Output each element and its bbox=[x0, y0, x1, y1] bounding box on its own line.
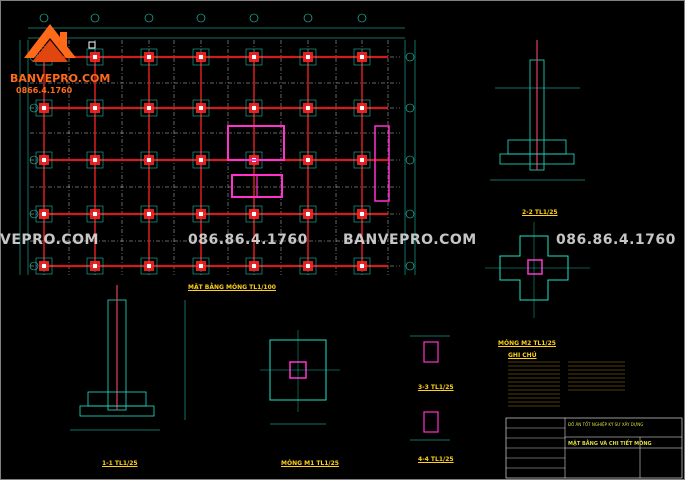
footing-m2-title: MÓNG M2 TL1/25 bbox=[498, 340, 556, 347]
brand-phone: 0866.4.1760 bbox=[16, 86, 73, 95]
foundation-details bbox=[70, 40, 625, 441]
watermark-3: BANVEPRO.COM bbox=[343, 232, 477, 248]
watermark-1: VEPRO.COM bbox=[0, 232, 99, 248]
plan-title: MẶT BẰNG MÓNG TL1/100 bbox=[188, 284, 276, 291]
section-4-4-title: 4-4 TL1/25 bbox=[418, 456, 454, 463]
titleblock-sheet: MẶT BẰNG VÀ CHI TIẾT MÓNG bbox=[568, 441, 652, 447]
banvepro-logo-icon bbox=[24, 24, 96, 62]
watermark-2: 086.86.4.1760 bbox=[188, 232, 308, 248]
section-3-3-title: 3-3 TL1/25 bbox=[418, 384, 454, 391]
titleblock-project: ĐỒ ÁN TỐT NGHIỆP KỸ SƯ XÂY DỰNG bbox=[568, 422, 644, 427]
section-2-2-title: 2-2 TL1/25 bbox=[522, 209, 558, 216]
brand-name: BANVEPRO.COM bbox=[10, 72, 111, 85]
section-1-1-title: 1-1 TL1/25 bbox=[102, 460, 138, 467]
notes-title: GHI CHÚ bbox=[508, 352, 537, 359]
foundation-plan bbox=[19, 13, 416, 275]
footing-m1-title: MÓNG M1 TL1/25 bbox=[281, 460, 339, 467]
watermark-4: 086.86.4.1760 bbox=[556, 232, 676, 248]
